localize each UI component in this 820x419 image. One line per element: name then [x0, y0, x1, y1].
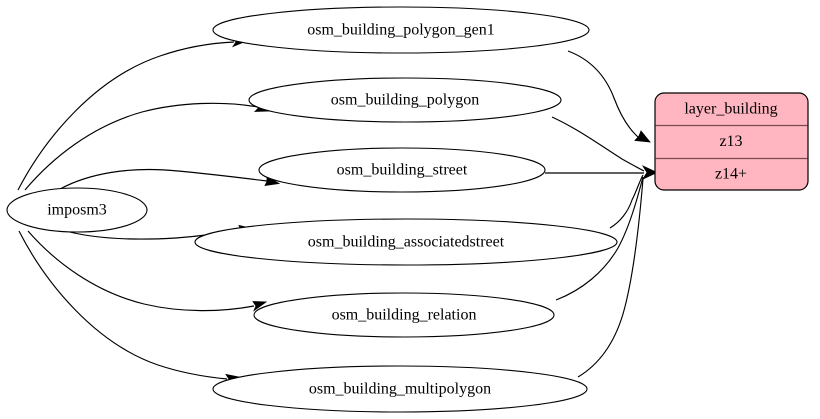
node-imposm3[interactable]: imposm3	[6, 187, 148, 233]
node-osm-building-multipolygon[interactable]: osm_building_multipolygon	[212, 365, 588, 413]
node-osm-building-multipolygon-shape[interactable]	[212, 365, 588, 413]
node-osm-building-polygon-shape[interactable]	[248, 77, 562, 123]
node-osm-building-polygon-label: osm_building_polygon	[331, 92, 479, 109]
node-osm-building-relation-label: osm_building_relation	[332, 307, 477, 324]
arrowhead-layer-z13-from-gen1	[634, 130, 651, 143]
layer-building-row-z14[interactable]: z14+	[715, 166, 747, 183]
node-osm-building-associatedstreet[interactable]: osm_building_associatedstreet	[194, 218, 618, 266]
edge-osm-building-polygon-gen1-to-layer-z13	[567, 50, 639, 138]
edge-group-tables-to-layer	[545, 50, 658, 378]
arrowhead-layer-z14-junction	[641, 165, 658, 180]
layer-building-body[interactable]	[654, 92, 809, 191]
edge-osm-building-multipolygon-to-layer-z14	[577, 178, 644, 378]
layer-building-row-z13[interactable]: z13	[719, 133, 742, 150]
node-osm-building-street[interactable]: osm_building_street	[258, 147, 546, 193]
node-osm-building-polygon-gen1-shape[interactable]	[212, 6, 590, 54]
edge-imposm3-to-osm-building-polygon-gen1	[17, 41, 235, 191]
node-imposm3-label: imposm3	[47, 202, 107, 219]
node-osm-building-polygon-gen1[interactable]: osm_building_polygon_gen1	[212, 6, 590, 54]
edge-imposm3-to-osm-building-relation	[27, 230, 255, 312]
node-osm-building-street-label: osm_building_street	[337, 162, 468, 179]
arrowhead-osm-building-relation	[252, 301, 268, 312]
node-osm-building-associatedstreet-label: osm_building_associatedstreet	[308, 234, 505, 251]
edge-imposm3-to-osm-building-multipolygon	[18, 230, 228, 380]
node-osm-building-polygon-gen1-label: osm_building_polygon_gen1	[307, 22, 495, 39]
node-osm-building-associatedstreet-shape[interactable]	[194, 218, 618, 266]
node-imposm3-shape[interactable]	[6, 187, 148, 233]
node-osm-building-polygon[interactable]: osm_building_polygon	[248, 77, 562, 123]
edge-osm-building-polygon-to-layer-z14	[551, 116, 645, 172]
layer-building-title: layer_building	[684, 101, 777, 118]
edge-osm-building-relation-to-layer-z14	[555, 176, 644, 301]
node-osm-building-multipolygon-label: osm_building_multipolygon	[309, 381, 491, 398]
node-layer-building[interactable]: layer_building z13 z14+	[654, 92, 809, 191]
node-osm-building-street-shape[interactable]	[258, 147, 546, 193]
node-osm-building-relation[interactable]: osm_building_relation	[253, 292, 555, 338]
edge-imposm3-to-osm-building-street	[59, 168, 268, 190]
edge-osm-building-associatedstreet-to-layer-z14	[609, 174, 644, 229]
edge-imposm3-to-osm-building-polygon	[24, 102, 259, 191]
node-osm-building-relation-shape[interactable]	[253, 292, 555, 338]
